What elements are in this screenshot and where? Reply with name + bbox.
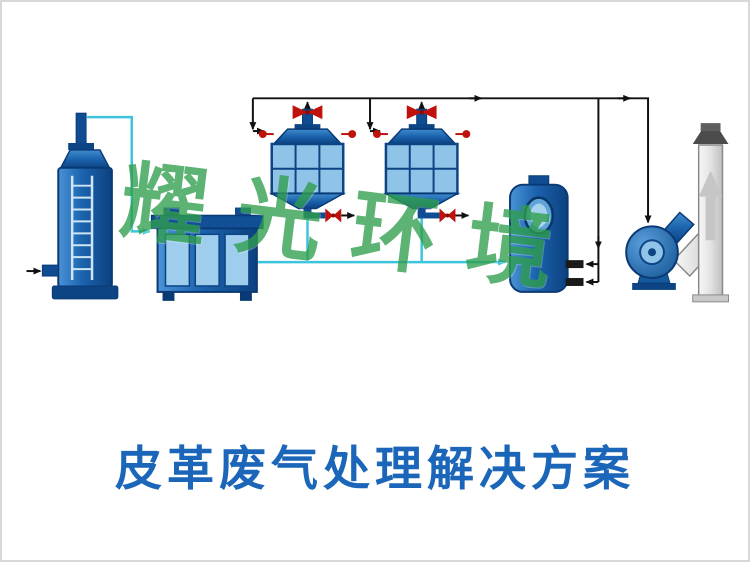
tank-top-valve-right-wing: [421, 105, 437, 120]
filter-top-lip: [150, 214, 264, 230]
tank-bottom-elbow: [303, 212, 326, 219]
exhaust-chimney: [672, 123, 729, 303]
chimney-cap-brim: [692, 130, 729, 144]
tank-handwheel-right: [348, 130, 357, 139]
tank-bottom-cone: [268, 192, 347, 210]
tank-top-cone: [386, 128, 458, 145]
storage-tank-stub-upper: [565, 260, 584, 269]
chimney-flow-arrow-shaft: [705, 196, 716, 241]
tank-bottom-pipe: [303, 208, 312, 215]
tank-top-valve-left-wing: [406, 105, 422, 120]
tank-bottom-elbow: [417, 212, 440, 219]
spray-tower: [41, 112, 119, 300]
storage-tank: [509, 175, 584, 293]
tank-top-valve-right-wing: [307, 105, 323, 120]
cyan-pipe-network: [87, 115, 507, 266]
adsorption-tank-1: [258, 105, 357, 223]
tower-ladder-rungs: [72, 184, 93, 271]
chimney-flow-arrow-head: [698, 170, 723, 197]
black-pipe-network: [26, 94, 652, 286]
fan-hub: [648, 248, 656, 257]
tank-top-valve-left-wing: [292, 105, 308, 120]
tank-top-valve-hub: [419, 109, 425, 115]
tank-top-cone: [272, 128, 343, 145]
filter-leg-right: [239, 291, 252, 301]
tank-handwheel-left: [258, 130, 267, 139]
tank-handwheel-left: [373, 130, 381, 139]
filter-leg-left: [162, 291, 175, 301]
filter-panel-3: [224, 233, 250, 287]
filter-panel-2: [194, 233, 220, 287]
tower-inlet-stub: [41, 264, 59, 277]
tank-top-flange: [294, 124, 321, 130]
tank-top-flange: [408, 124, 435, 130]
centrifugal-fan: [625, 211, 695, 290]
chimney-cap-top: [700, 123, 721, 132]
fan-base-plate: [632, 282, 676, 290]
chimney-base: [692, 294, 729, 303]
tank-bottom-valve-left-wing: [439, 208, 448, 223]
tower-riser-pipe: [75, 112, 87, 148]
tower-top-flange: [68, 142, 95, 150]
tank-bottom-valve-right-wing: [447, 208, 456, 223]
tank-handwheel-right: [462, 130, 471, 139]
main-header-pipe: [252, 97, 652, 224]
tank-bottom-valve-hub: [331, 213, 336, 218]
tower-to-filter-pipe: [87, 115, 151, 235]
tank-bottom-valve-hub: [445, 213, 450, 218]
tank-top-valve-hub: [305, 109, 310, 115]
tank-bottom-valve-right-wing: [333, 208, 342, 223]
tank-bottom-valve-left-wing: [325, 208, 334, 223]
adsorption-tank-2: [373, 105, 471, 223]
page-title: 皮革废气处理解决方案: [115, 444, 635, 496]
tank-body-grid: [271, 143, 344, 194]
tank-body-grid: [385, 143, 458, 194]
tower-ladder-rails: [70, 175, 94, 281]
filter-panel-1: [164, 233, 191, 287]
filter-box: [150, 207, 264, 301]
tower-top-cone: [59, 149, 112, 170]
tank-bottom-cone: [383, 192, 461, 210]
filter-tab-right: [235, 207, 251, 217]
tank-bottom-pipe: [417, 208, 426, 215]
storage-tank-window-inner: [530, 203, 548, 228]
filter-tab-left: [163, 207, 180, 217]
storage-tank-stub-lower: [565, 278, 584, 286]
tower-base: [51, 285, 119, 300]
